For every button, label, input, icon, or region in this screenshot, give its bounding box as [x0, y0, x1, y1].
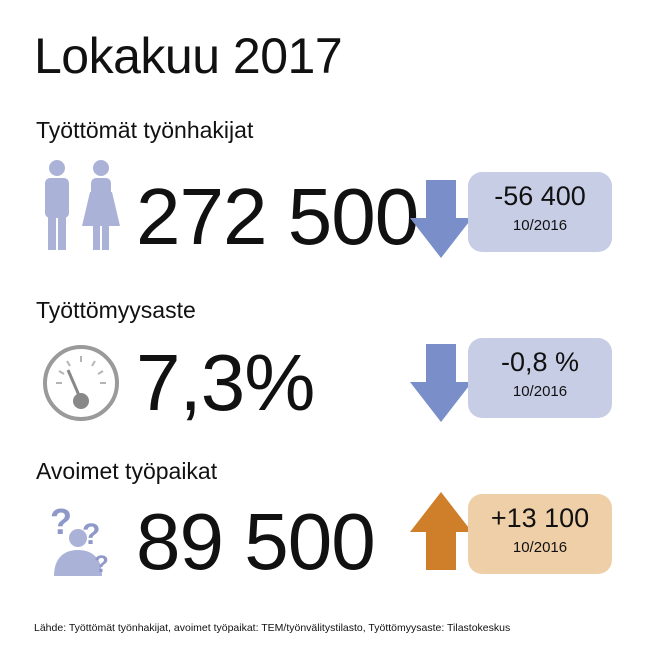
arrow-down-icon	[410, 180, 472, 258]
svg-text:?: ?	[94, 551, 109, 576]
change-box-rate: -0,8 % 10/2016	[468, 338, 612, 418]
page-title: Lokakuu 2017	[34, 28, 343, 84]
question-person-icon: ? ? ?	[50, 501, 109, 576]
change-value-vacancies: +13 100	[490, 503, 590, 533]
section-label-vacancies: Avoimet työpaikat	[36, 458, 218, 484]
change-period-vacancies: 10/2016	[512, 539, 568, 556]
change-box-unemployed: -56 400 10/2016	[468, 172, 612, 252]
section-label-unemployed: Työttömät työnhakijat	[36, 117, 254, 143]
arrow-down-icon	[410, 344, 472, 422]
svg-text:?: ?	[50, 501, 72, 542]
change-period-unemployed: 10/2016	[512, 217, 568, 234]
change-period-rate: 10/2016	[512, 383, 568, 400]
change-value-rate: -0,8 %	[500, 347, 580, 377]
source-note: Lähde: Työttömät työnhakijat, avoimet ty…	[34, 622, 511, 634]
people-icon	[45, 160, 120, 250]
gauge-icon	[43, 345, 119, 421]
section-label-rate: Työttömyysaste	[36, 297, 196, 323]
value-rate: 7,3%	[136, 338, 315, 427]
value-unemployed: 272 500	[136, 172, 419, 261]
change-box-vacancies: +13 100 10/2016	[468, 494, 612, 574]
change-value-unemployed: -56 400	[494, 181, 586, 211]
svg-text:?: ?	[82, 518, 100, 551]
value-vacancies: 89 500	[136, 497, 376, 586]
arrow-up-icon	[410, 492, 472, 570]
